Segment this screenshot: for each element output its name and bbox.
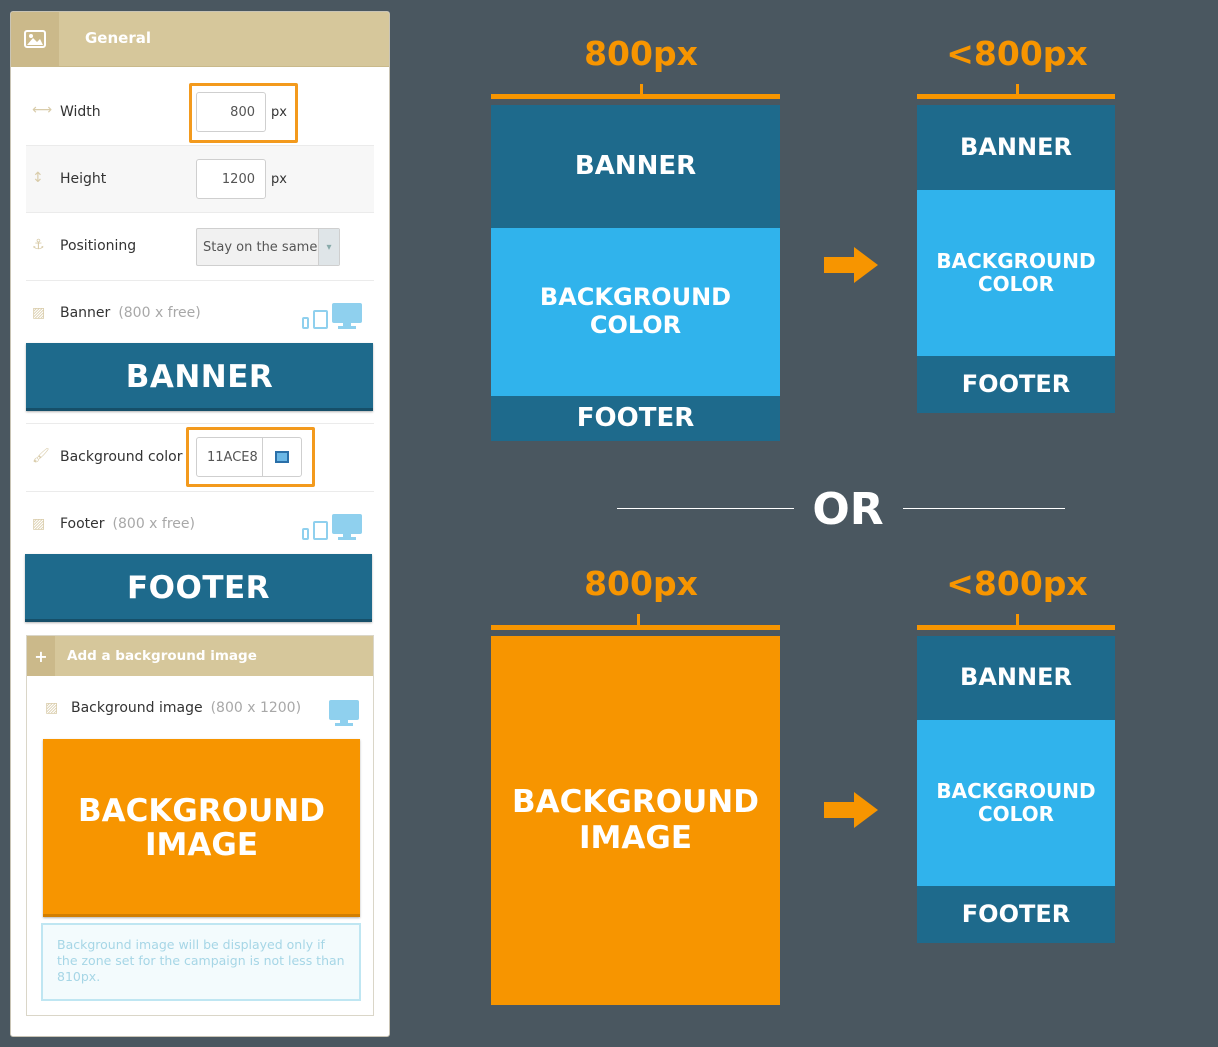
- background-color-block-line2: COLOR: [589, 311, 682, 339]
- background-color-block-line1: BACKGROUND: [539, 283, 732, 312]
- background-image-block: BACKGROUND IMAGE: [491, 636, 780, 1005]
- desktop-icon[interactable]: [329, 700, 359, 726]
- tablet-icon[interactable]: [313, 521, 328, 540]
- positioning-label: Positioning: [60, 238, 137, 254]
- dimension-tick: [637, 614, 640, 626]
- dimension-label-800: 800px: [584, 34, 698, 73]
- image-icon: ▨: [45, 700, 59, 716]
- dimension-bar: [917, 94, 1115, 99]
- footer-block: FOOTER: [491, 396, 780, 441]
- width-row: ⟷ Width px: [26, 80, 374, 146]
- banner-preview[interactable]: BANNER: [26, 343, 373, 411]
- paintbrush-icon: 🖌: [32, 448, 50, 464]
- banner-label-text: Banner: [60, 305, 111, 321]
- arrow-right-icon: [824, 792, 878, 828]
- height-row: ↕ Height px: [26, 146, 374, 213]
- image-icon: [11, 12, 59, 66]
- background-color-block-line2: COLOR: [977, 802, 1055, 826]
- device-icons: [302, 303, 362, 329]
- background-color-block: BACKGROUND COLOR: [917, 190, 1115, 356]
- width-label: Width: [60, 104, 101, 120]
- separator-line-left: [617, 508, 794, 509]
- background-image-preview[interactable]: BACKGROUND IMAGE: [43, 739, 360, 917]
- vertical-resize-icon: ↕: [32, 170, 44, 186]
- desktop-icon[interactable]: [332, 514, 362, 540]
- tablet-icon[interactable]: [313, 310, 328, 329]
- settings-panel: General ⟷ Width px ↕ Height px ⚓ Positio…: [10, 11, 390, 1037]
- background-image-panel: + Add a background image ▨ Background im…: [26, 635, 374, 1016]
- add-background-image-header[interactable]: + Add a background image: [27, 636, 373, 676]
- width-unit: px: [271, 105, 287, 120]
- footer-label-text: Footer: [60, 516, 105, 532]
- background-image-label: Background image (800 x 1200): [71, 700, 301, 716]
- panel-header: General: [11, 12, 389, 67]
- footer-row: ▨ Footer (800 x free) FOOTER: [25, 492, 374, 632]
- background-color-block-line2: COLOR: [977, 272, 1055, 296]
- arrow-right-icon: [824, 247, 878, 283]
- dimension-label-less-800: <800px: [946, 34, 1088, 73]
- chevron-down-icon[interactable]: ▾: [318, 229, 339, 265]
- banner-block: BANNER: [491, 105, 780, 228]
- image-icon: ▨: [32, 516, 46, 532]
- width-highlight: [189, 83, 298, 143]
- device-icons: [302, 514, 362, 540]
- background-image-preview-line2: IMAGE: [145, 827, 258, 863]
- dimension-bar: [491, 94, 780, 99]
- horizontal-resize-icon: ⟷: [32, 102, 53, 118]
- height-label: Height: [60, 171, 107, 187]
- background-image-block-line1: BACKGROUND: [512, 783, 759, 820]
- desktop-icon[interactable]: [332, 303, 362, 329]
- dimension-bar: [917, 625, 1115, 630]
- background-color-block-line1: BACKGROUND: [936, 249, 1096, 273]
- footer-block: FOOTER: [917, 886, 1115, 943]
- phone-icon[interactable]: [302, 528, 309, 540]
- height-input[interactable]: [196, 159, 266, 199]
- background-color-input[interactable]: 11ACE8: [196, 437, 302, 477]
- background-color-highlight: [186, 427, 315, 487]
- plus-icon[interactable]: +: [27, 636, 55, 676]
- background-image-label-text: Background image: [71, 700, 203, 716]
- background-image-block-line2: IMAGE: [579, 819, 692, 856]
- background-color-value: 11ACE8: [207, 450, 258, 465]
- footer-block: FOOTER: [917, 356, 1115, 413]
- background-image-notice: Background image will be displayed only …: [41, 923, 361, 1001]
- height-unit: px: [271, 172, 287, 187]
- positioning-selected: Stay on the same: [203, 240, 318, 255]
- dimension-bar: [491, 625, 780, 630]
- phone-icon[interactable]: [302, 317, 309, 329]
- background-image-size: (800 x 1200): [210, 700, 302, 716]
- dimension-tick: [1016, 84, 1019, 96]
- background-color-block: BACKGROUND COLOR: [491, 228, 780, 396]
- background-color-row: 🖌 Background color 11ACE8: [26, 424, 374, 492]
- banner-size: (800 x free): [118, 305, 201, 321]
- dimension-label-less-800: <800px: [946, 564, 1088, 603]
- panel-title: General: [85, 29, 151, 47]
- separator-line-right: [903, 508, 1065, 509]
- positioning-row: ⚓ Positioning Stay on the same ▾: [26, 213, 374, 281]
- banner-row: ▨ Banner (800 x free) BANNER: [26, 281, 374, 424]
- device-icons: [329, 700, 359, 726]
- banner-block: BANNER: [917, 636, 1115, 720]
- dimension-label-800: 800px: [584, 564, 698, 603]
- background-image-preview-line1: BACKGROUND: [78, 793, 325, 829]
- positioning-select[interactable]: Stay on the same ▾: [196, 228, 340, 266]
- footer-preview[interactable]: FOOTER: [25, 554, 372, 622]
- width-input[interactable]: [196, 92, 266, 132]
- footer-size: (800 x free): [112, 516, 195, 532]
- banner-block: BANNER: [917, 105, 1115, 190]
- background-color-block-line1: BACKGROUND: [936, 779, 1096, 803]
- color-picker-icon[interactable]: [262, 438, 301, 476]
- dimension-tick: [640, 84, 643, 96]
- dimension-tick: [1016, 614, 1019, 626]
- or-label: OR: [812, 484, 884, 535]
- footer-label: Footer (800 x free): [60, 516, 195, 532]
- add-background-image-label: Add a background image: [67, 648, 257, 664]
- anchor-icon: ⚓: [32, 237, 45, 253]
- background-color-label: Background color: [60, 449, 183, 465]
- image-icon: ▨: [32, 305, 46, 321]
- banner-label: Banner (800 x free): [60, 305, 201, 321]
- background-color-block: BACKGROUND COLOR: [917, 720, 1115, 886]
